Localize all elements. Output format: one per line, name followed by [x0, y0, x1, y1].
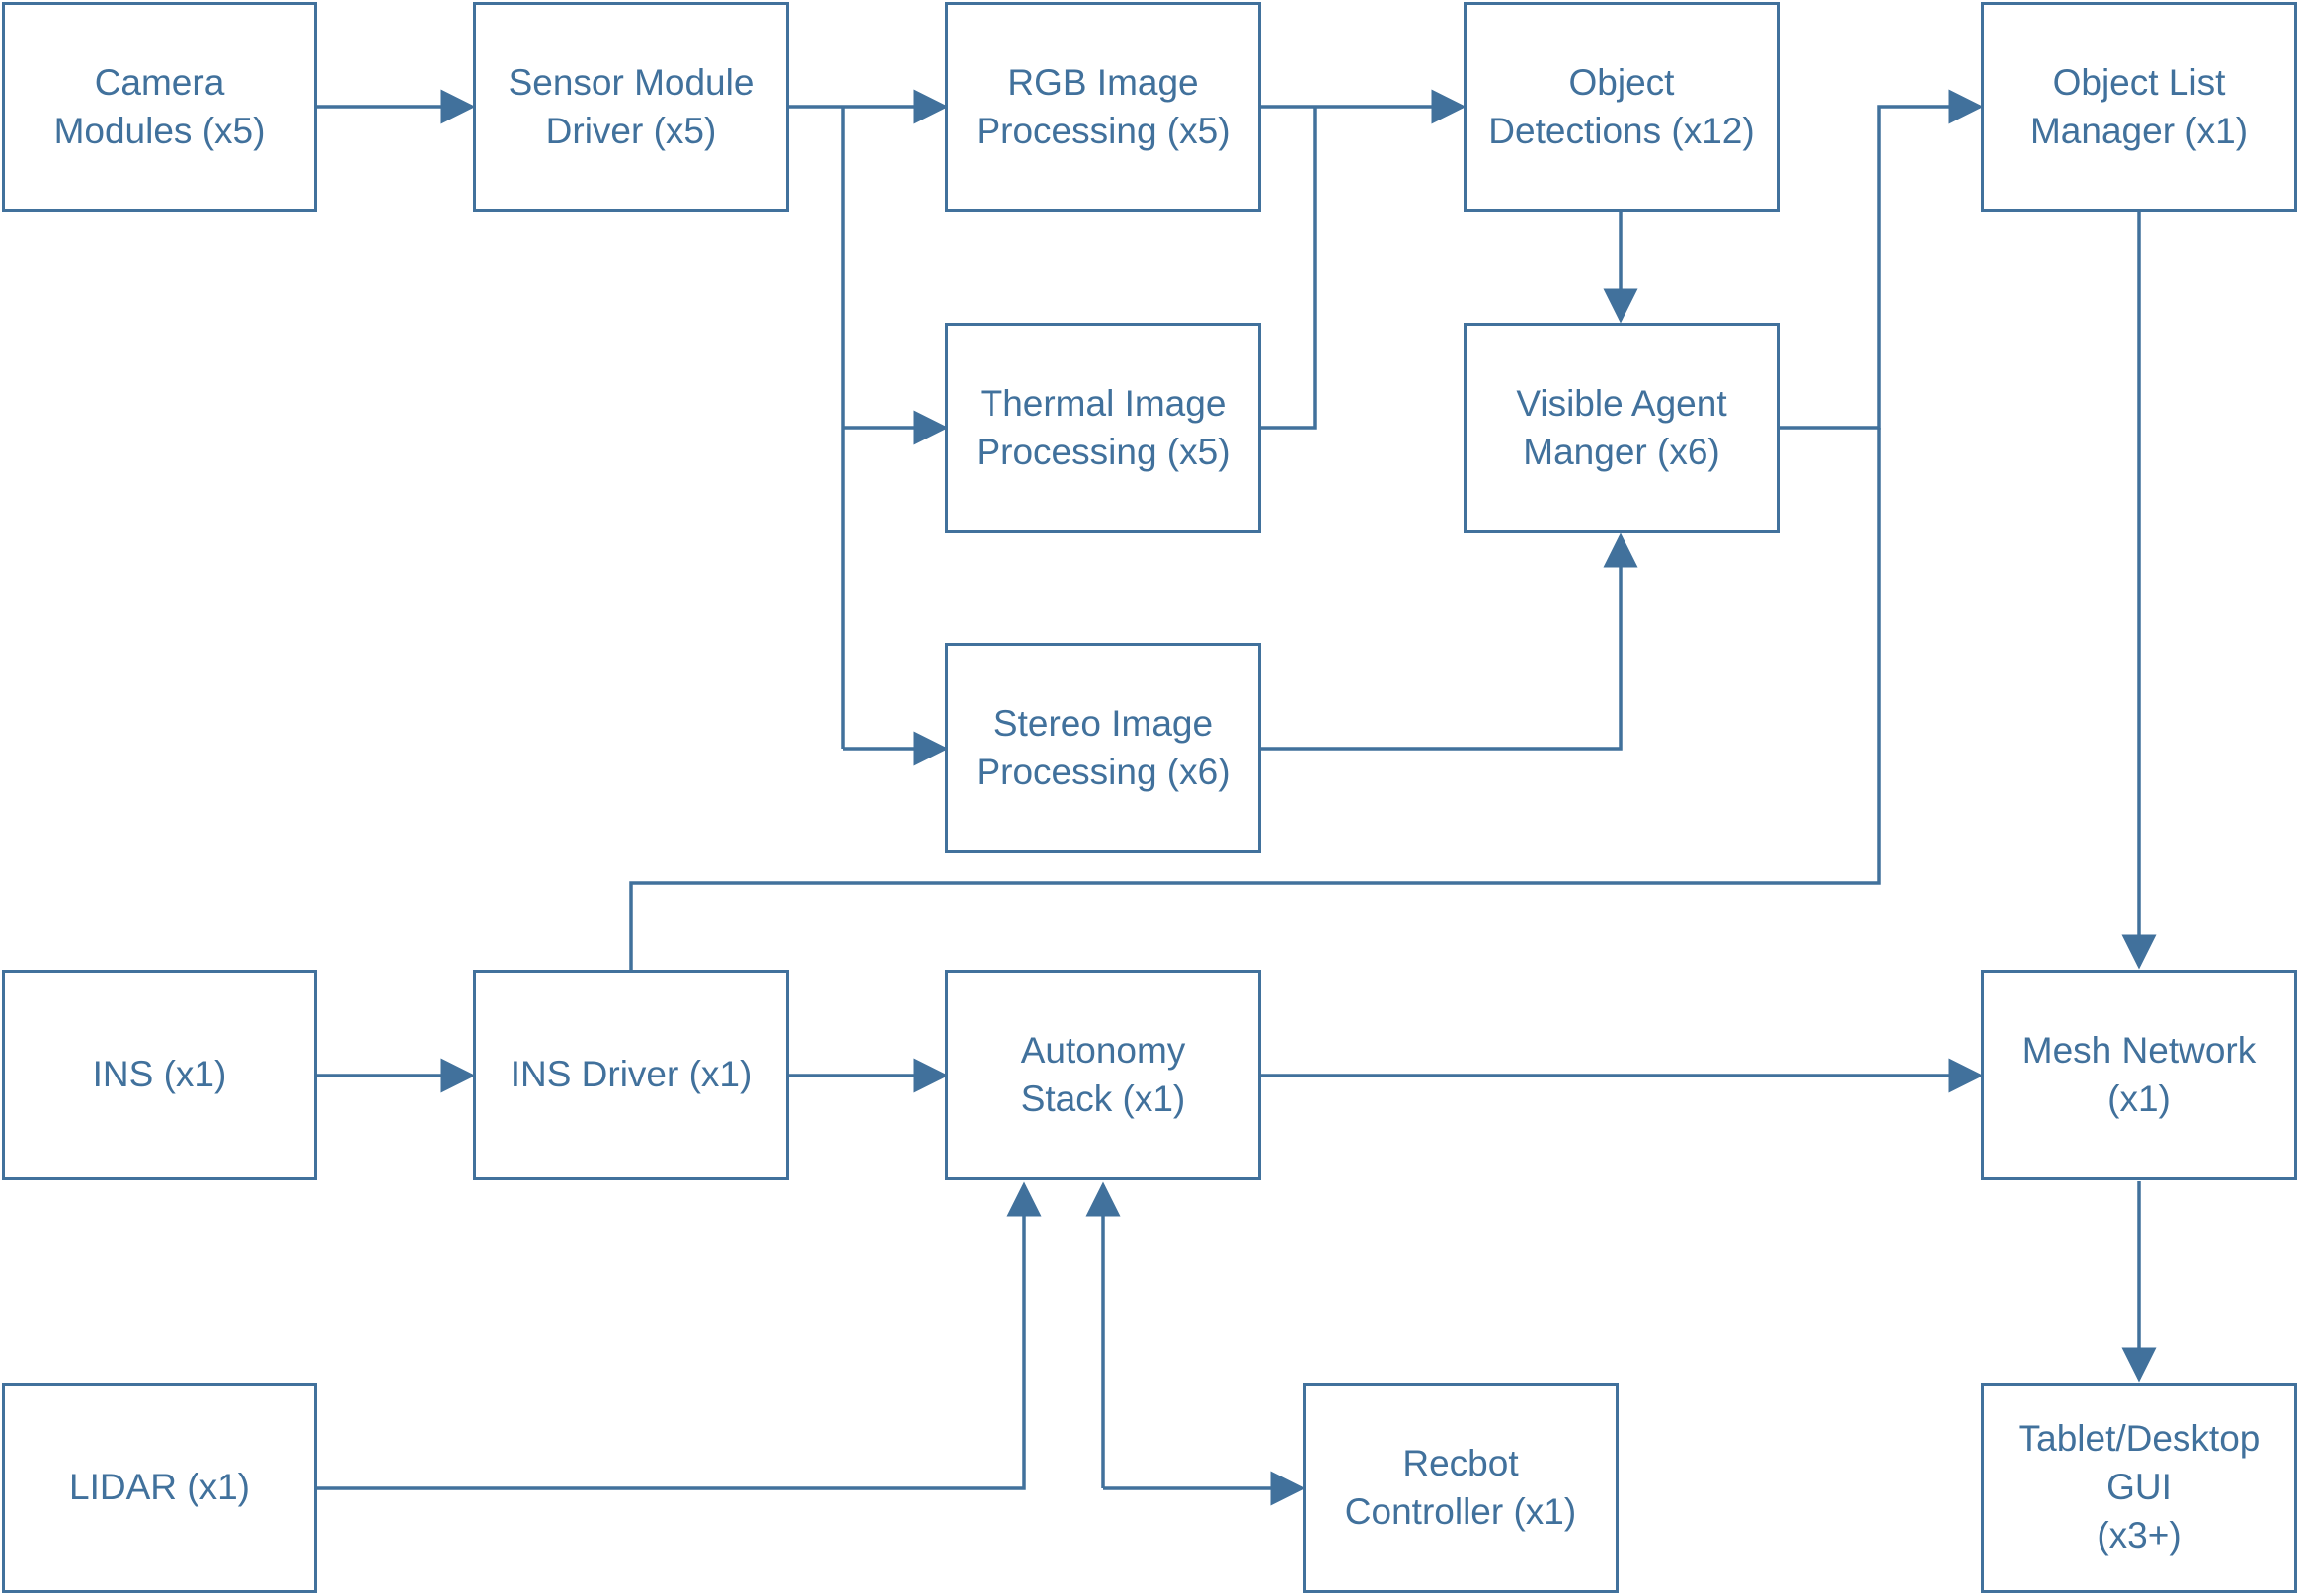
object-detections-box: Object Detections (x12): [1464, 2, 1780, 212]
stereo-image-processing-label: Stereo Image Processing (x6): [976, 702, 1230, 792]
visible-agent-manager-box: Visible Agent Manger (x6): [1464, 323, 1780, 533]
tablet-desktop-gui-label: Tablet/Desktop GUI (x3+): [2018, 1418, 2260, 1556]
object-list-manager-label: Object List Manager (x1): [2029, 61, 2249, 151]
object-detections-label: Object Detections (x12): [1488, 61, 1755, 151]
autonomy-stack-label: Autonomy Stack (x1): [1020, 1029, 1186, 1119]
sensor-module-driver-box: Sensor Module Driver (x5): [473, 2, 789, 212]
stereo-image-processing-box: Stereo Image Processing (x6): [945, 643, 1261, 853]
rgb-image-processing-box: RGB Image Processing (x5): [945, 2, 1261, 212]
ins-driver-box: INS Driver (x1): [473, 970, 789, 1180]
edge-visible-agent-to-object-list: [1779, 89, 1984, 430]
edge-ins-driver-to-object-list: [629, 428, 1881, 970]
autonomy-stack-box: Autonomy Stack (x1): [945, 970, 1261, 1180]
sensor-module-driver-label: Sensor Module Driver (x5): [508, 61, 754, 151]
edge-thermal-to-object-detections: [1260, 107, 1317, 430]
recbot-controller-box: Recbot Controller (x1): [1303, 1383, 1619, 1593]
lidar-box: LIDAR (x1): [2, 1383, 317, 1593]
thermal-image-processing-label: Thermal Image Processing (x5): [976, 382, 1230, 472]
rgb-image-processing-label: RGB Image Processing (x5): [976, 61, 1230, 151]
recbot-controller-label: Recbot Controller (x1): [1344, 1442, 1577, 1532]
visible-agent-manager-label: Visible Agent Manger (x6): [1516, 382, 1727, 472]
edge-stereo-to-visible-agent: [1260, 532, 1638, 751]
ins-box: INS (x1): [2, 970, 317, 1180]
mesh-network-box: Mesh Network (x1): [1981, 970, 2297, 1180]
camera-modules-box: Camera Modules (x5): [2, 2, 317, 212]
camera-modules-label: Camera Modules (x5): [53, 61, 266, 151]
edge-lidar-to-autonomy: [316, 1181, 1042, 1490]
tablet-desktop-gui-box: Tablet/Desktop GUI (x3+): [1981, 1383, 2297, 1593]
mesh-network-label: Mesh Network (x1): [2022, 1029, 2257, 1119]
thermal-image-processing-box: Thermal Image Processing (x5): [945, 323, 1261, 533]
lidar-label: LIDAR (x1): [69, 1467, 250, 1508]
ins-label: INS (x1): [92, 1054, 227, 1095]
ins-driver-label: INS Driver (x1): [510, 1054, 753, 1095]
object-list-manager-box: Object List Manager (x1): [1981, 2, 2297, 212]
